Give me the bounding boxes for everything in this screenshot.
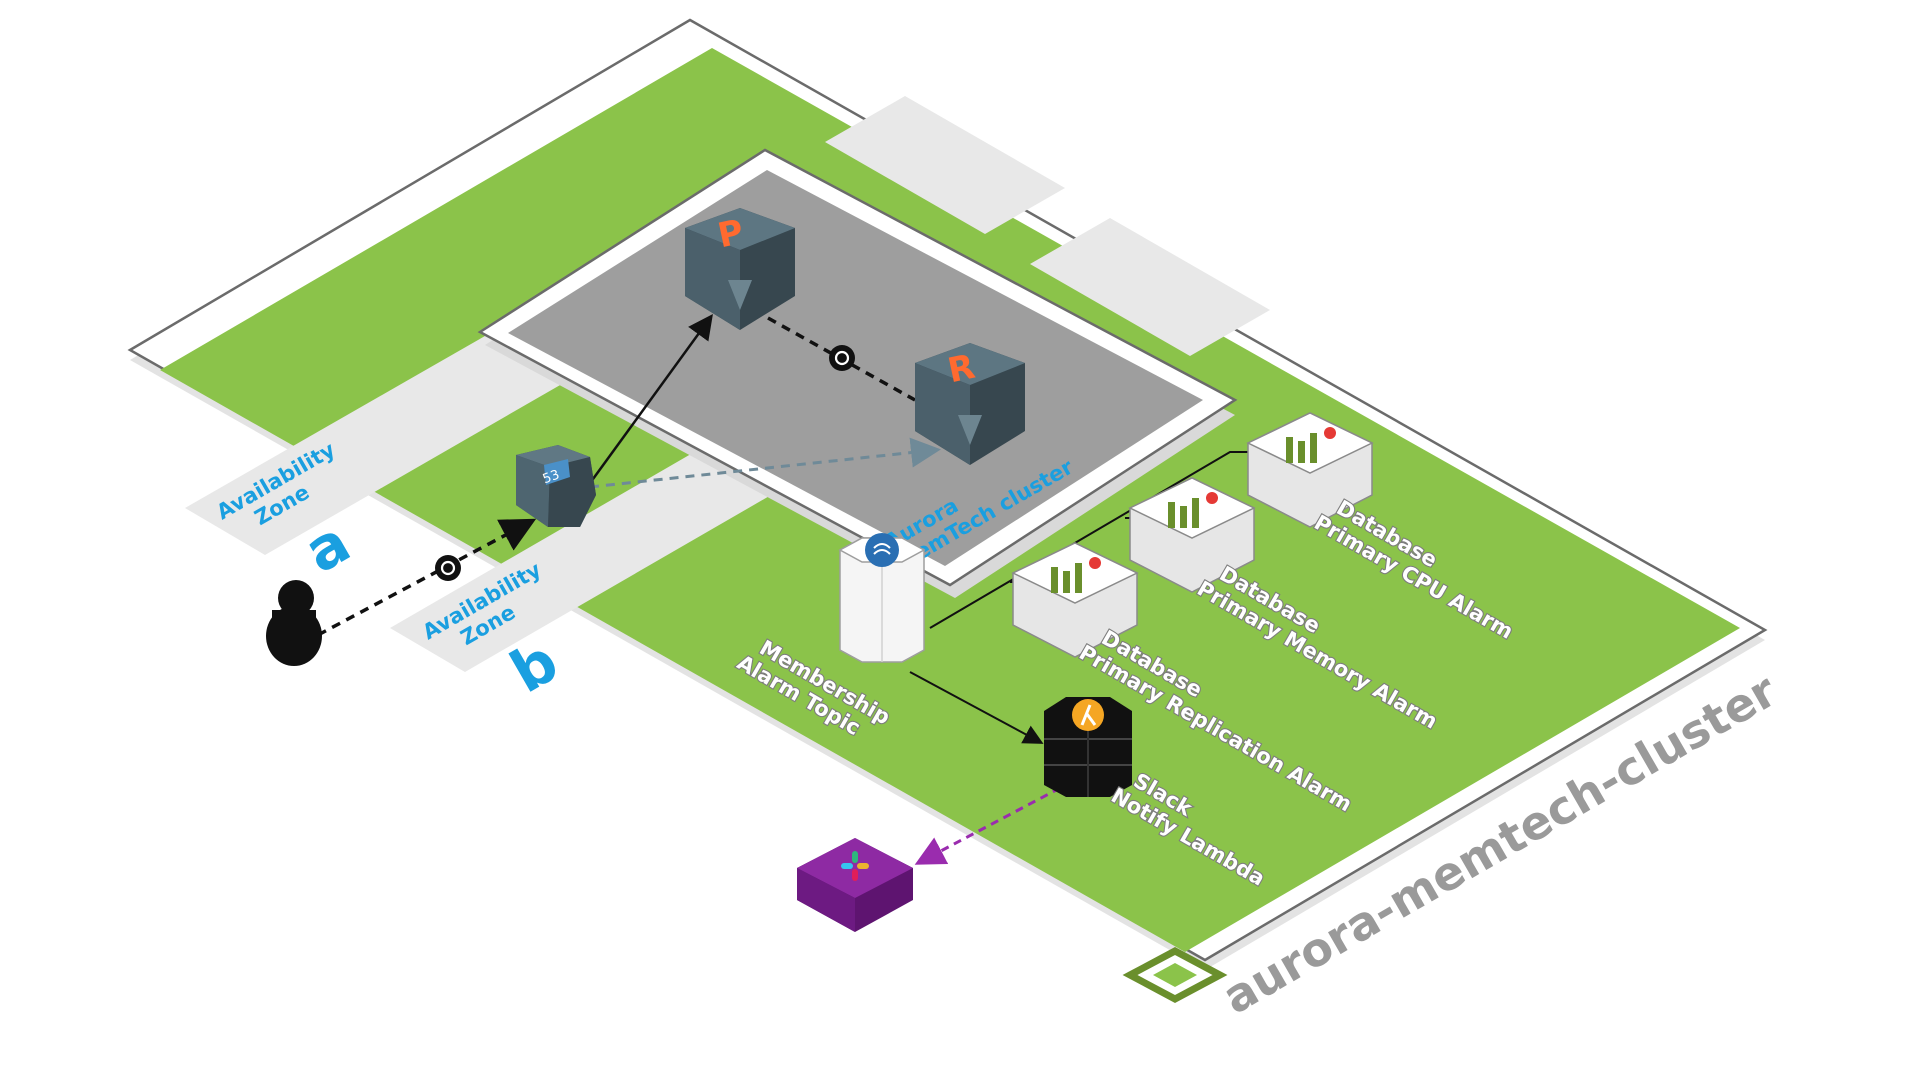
slack-node bbox=[797, 838, 913, 932]
route53-to-replica-link bbox=[589, 437, 941, 489]
replication-sync-icon bbox=[829, 345, 855, 371]
sns-topic-node bbox=[838, 533, 926, 663]
alarm-chart-icon bbox=[1286, 427, 1336, 463]
user-to-route53-link bbox=[317, 518, 537, 637]
route53-node: 53 bbox=[516, 445, 596, 527]
zone-tab-upper-2 bbox=[1030, 218, 1270, 356]
zone-tab-upper-1 bbox=[825, 96, 1065, 234]
alarm-node-replication bbox=[1011, 542, 1139, 658]
alarm-node-cpu bbox=[1246, 412, 1374, 528]
aurora-replica-node: R bbox=[915, 343, 1025, 465]
sns-to-lambda-link bbox=[909, 671, 1044, 744]
route53-to-primary-link bbox=[583, 313, 713, 491]
aurora-primary-node: P bbox=[685, 208, 795, 330]
user-icon bbox=[266, 580, 322, 666]
alarm-chart-icon bbox=[1051, 557, 1101, 593]
cloudformation-stack-icon bbox=[1122, 947, 1228, 1003]
alarm-node-memory bbox=[1128, 477, 1256, 593]
lambda-to-slack-link bbox=[914, 786, 1061, 865]
alarm-chart-icon bbox=[1168, 492, 1218, 528]
slack-logo-icon bbox=[841, 851, 869, 881]
route53-node-label: 53 bbox=[541, 467, 562, 487]
user-link-sync-icon bbox=[435, 555, 461, 581]
lambda-node bbox=[1044, 697, 1132, 797]
